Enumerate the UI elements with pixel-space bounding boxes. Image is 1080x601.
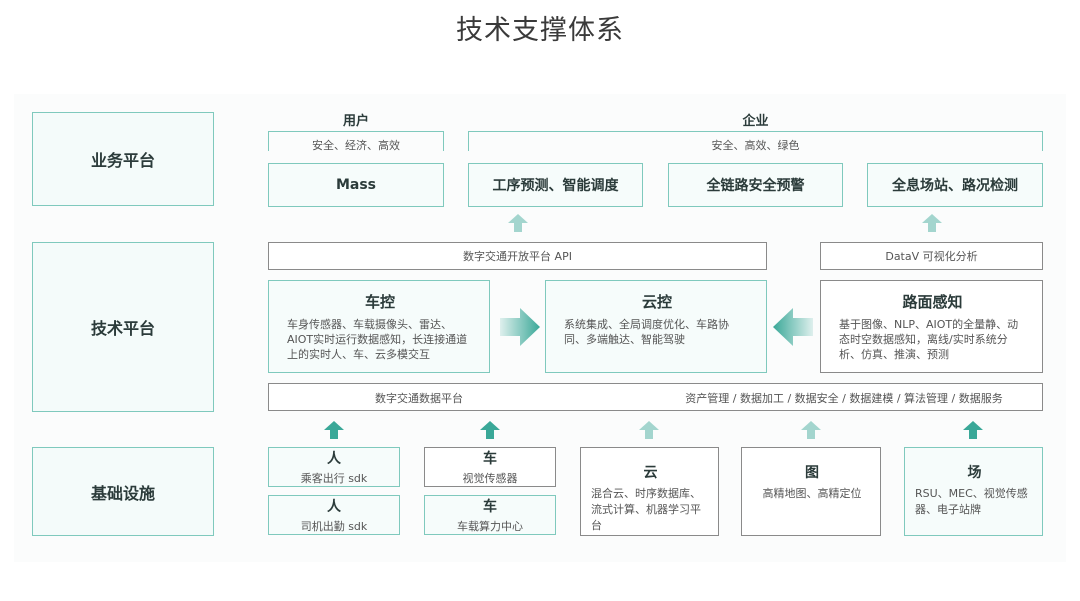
arrow-up-icon bbox=[963, 421, 983, 439]
infra-person-desc: 司机出勤 sdk bbox=[300, 520, 368, 533]
app-mass: Mass bbox=[268, 163, 444, 207]
enterprise-bracket bbox=[468, 131, 1043, 151]
row-label-infra: 基础设施 bbox=[32, 447, 214, 536]
app-safety-warning: 全链路安全预警 bbox=[668, 163, 843, 207]
infra-person-title: 人 bbox=[327, 451, 341, 467]
infra-cloud-box: 云 混合云、时序数据库、流式计算、机器学习平台 bbox=[580, 447, 719, 536]
infra-person-passenger: 人 乘客出行 sdk bbox=[268, 447, 400, 487]
infra-map-box: 图 高精地图、高精定位 bbox=[741, 447, 881, 536]
app-scheduling: 工序预测、智能调度 bbox=[468, 163, 643, 207]
infra-car-desc: 车载算力中心 bbox=[457, 520, 523, 533]
infra-person-desc: 乘客出行 sdk bbox=[300, 472, 368, 485]
arrow-left-icon bbox=[773, 308, 813, 346]
arrow-up-icon bbox=[639, 421, 659, 439]
road-perception-box: 路面感知 基于图像、NLP、AIOT的全量静、动态时空数据感知，离线/实时系统分… bbox=[820, 280, 1043, 373]
open-api-bar: 数字交通开放平台 API bbox=[268, 242, 767, 270]
row-label-tech: 技术平台 bbox=[32, 242, 214, 412]
user-bracket bbox=[268, 131, 444, 151]
cloud-control-desc: 系统集成、全局调度优化、车路协同、多端触达、智能驾驶 bbox=[564, 318, 729, 346]
infra-person-driver: 人 司机出勤 sdk bbox=[268, 495, 400, 535]
infra-car-desc: 视觉传感器 bbox=[462, 472, 518, 485]
arrow-up-icon bbox=[801, 421, 821, 439]
user-tags: 安全、经济、高效 bbox=[312, 139, 400, 152]
cloud-control-box: 云控 系统集成、全局调度优化、车路协同、多端触达、智能驾驶 bbox=[545, 280, 767, 373]
enterprise-tags: 安全、高效、绿色 bbox=[711, 139, 800, 152]
road-perception-title: 路面感知 bbox=[902, 293, 963, 311]
infra-station-desc: RSU、MEC、视觉传感器、电子站牌 bbox=[915, 487, 1028, 516]
arrow-up-icon bbox=[324, 421, 344, 439]
datav-bar: DataV 可视化分析 bbox=[820, 242, 1043, 270]
infra-car-compute: 车 车载算力中心 bbox=[424, 495, 556, 535]
road-perception-desc: 基于图像、NLP、AIOT的全量静、动态时空数据感知，离线/实时系统分析、仿真、… bbox=[839, 318, 1019, 361]
infra-car-title: 车 bbox=[483, 451, 497, 467]
vehicle-control-desc: 车身传感器、车载摄像头、雷达、AIOT实时运行数据感知，长连接通道上的实时人、车… bbox=[287, 318, 468, 361]
data-services-label: 资产管理 / 数据加工 / 数据安全 / 数据建模 / 算法管理 / 数据服务 bbox=[685, 392, 1003, 405]
infra-cloud-desc: 混合云、时序数据库、流式计算、机器学习平台 bbox=[591, 487, 701, 532]
cloud-control-title: 云控 bbox=[641, 293, 672, 311]
infra-cloud-title: 云 bbox=[643, 465, 658, 481]
page-title: 技术支撑体系 bbox=[456, 15, 624, 46]
data-platform-bar: 数字交通数据平台 资产管理 / 数据加工 / 数据安全 / 数据建模 / 算法管… bbox=[268, 383, 1043, 411]
infra-station-box: 场 RSU、MEC、视觉传感器、电子站牌 bbox=[904, 447, 1043, 536]
arrow-up-icon bbox=[508, 214, 528, 232]
infra-station-title: 场 bbox=[967, 465, 982, 481]
vehicle-control-title: 车控 bbox=[364, 293, 395, 311]
infra-person-title: 人 bbox=[327, 499, 341, 515]
data-platform-label: 数字交通数据平台 bbox=[375, 392, 463, 405]
infra-car-sensor: 车 视觉传感器 bbox=[424, 447, 556, 487]
arrow-up-icon bbox=[922, 214, 942, 232]
infra-car-title: 车 bbox=[483, 499, 497, 515]
row-label-business: 业务平台 bbox=[32, 112, 214, 206]
vehicle-control-box: 车控 车身传感器、车载摄像头、雷达、AIOT实时运行数据感知，长连接通道上的实时… bbox=[268, 280, 490, 373]
user-header: 用户 bbox=[342, 114, 369, 129]
infra-map-title: 图 bbox=[805, 465, 819, 481]
infra-map-desc: 高精地图、高精定位 bbox=[762, 487, 862, 500]
arrow-right-icon bbox=[500, 308, 540, 346]
enterprise-header: 企业 bbox=[742, 114, 769, 129]
app-holographic-station: 全息场站、路况检测 bbox=[867, 163, 1043, 207]
arrow-up-icon bbox=[480, 421, 500, 439]
